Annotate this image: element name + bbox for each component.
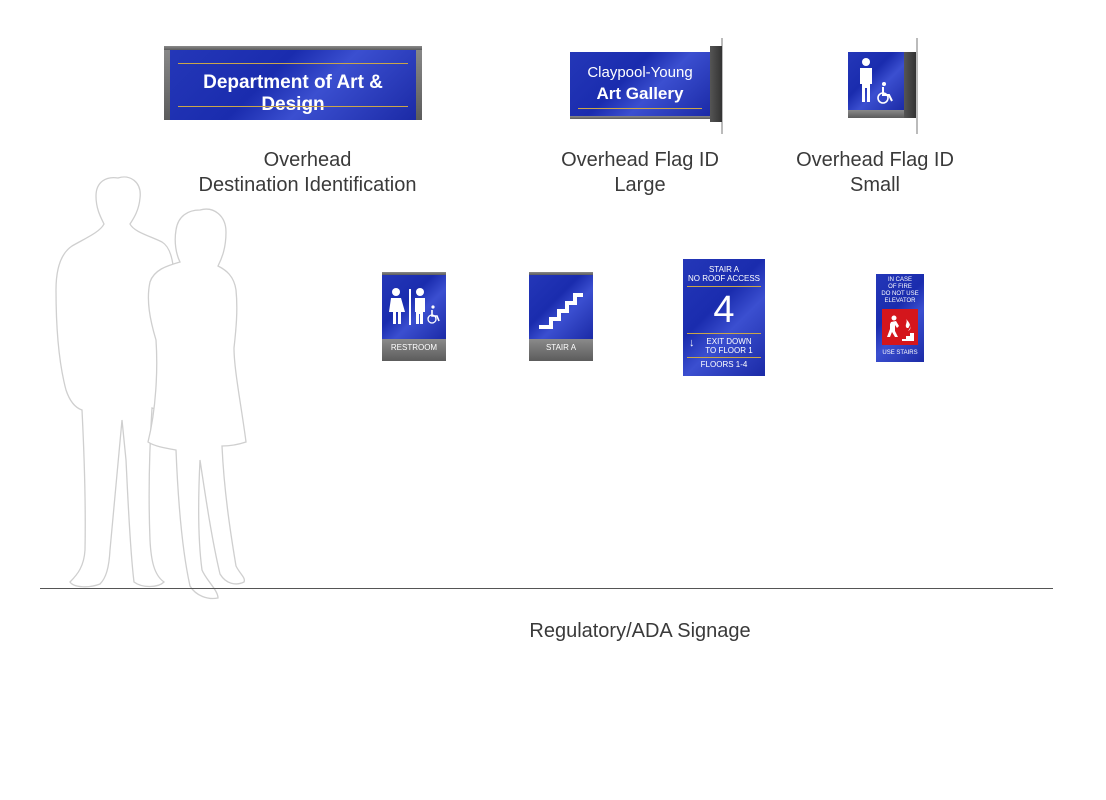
flag-large-sign: Claypool-Young Art Gallery: [570, 38, 730, 134]
floor-number: 4: [713, 289, 735, 331]
sign-label-panel: STAIR A: [529, 339, 593, 361]
flag-small-caption: Overhead Flag ID Small: [780, 148, 970, 198]
stair-level-line2: NO ROOF ACCESS: [687, 274, 760, 283]
sign-bottom-cap: [570, 116, 710, 119]
people-silhouette: [55, 176, 247, 600]
fire-exit-pictogram: [882, 309, 918, 345]
caption-line: Overhead Flag ID: [796, 149, 954, 171]
sign-top-rail: [164, 46, 422, 50]
flag-large-line1: Claypool-Young: [587, 64, 693, 81]
gold-rule: [687, 357, 761, 358]
sign-endcap-right: [416, 46, 422, 120]
flag-large-caption: Overhead Flag ID Large: [540, 148, 740, 198]
use-stairs-text: USE STAIRS: [882, 350, 918, 356]
stair-sign: STAIR A: [529, 272, 593, 362]
sign-face: [848, 52, 904, 110]
restroom-icon: [389, 288, 440, 325]
accessible-restroom-icon: [860, 58, 893, 104]
gold-rule-top: [178, 63, 408, 64]
gold-rule: [687, 333, 761, 334]
flag-large-line2: Art Gallery: [596, 84, 684, 103]
caption-line: Overhead: [263, 149, 352, 171]
fire-line4: ELEVATOR: [884, 298, 916, 304]
wall-line: [721, 38, 723, 134]
sign-top-cap: [529, 272, 593, 275]
gold-rule-bottom: [578, 108, 702, 109]
overhead-destination-sign: Department of Art & Design: [164, 46, 422, 120]
gold-rule: [687, 286, 761, 287]
fire-sign: IN CASE OF FIRE DO NOT USE ELEVATOR USE …: [876, 274, 924, 362]
exit-line2: TO FLOOR 1: [705, 346, 753, 355]
stairs-icon: [539, 293, 583, 329]
restroom-label: RESTROOM: [390, 343, 438, 352]
flag-small-sign: [848, 38, 928, 134]
regulatory-caption: Regulatory/ADA Signage: [529, 620, 751, 642]
sign-bottom-panel: [848, 110, 904, 118]
wall-bracket: [904, 52, 916, 118]
sign-face: Claypool-Young Art Gallery: [570, 52, 710, 116]
floors-range: FLOORS 1-4: [700, 360, 748, 369]
restroom-sign: RESTROOM: [382, 272, 446, 362]
floor-line: [40, 588, 1053, 589]
fire-line3: DO NOT USE: [881, 291, 919, 297]
fire-line2: OF FIRE: [888, 284, 912, 290]
destination-sign-text: Department of Art & Design: [203, 72, 383, 115]
fire-line1: IN CASE: [887, 277, 912, 283]
wall-line: [916, 38, 918, 134]
woman-silhouette: [147, 208, 247, 600]
stair-level-sign: STAIR A NO ROOF ACCESS 4 ↓ EXIT DOWN TO …: [683, 259, 765, 376]
exit-line1: EXIT DOWN: [706, 337, 752, 346]
wall-bracket: [710, 46, 722, 122]
sign-top-cap: [382, 272, 446, 275]
down-arrow-icon: ↓: [689, 337, 695, 349]
sign-label-panel: RESTROOM: [382, 339, 446, 361]
caption-line: Overhead Flag ID: [561, 149, 719, 171]
fire-escape-icon: [887, 315, 914, 341]
caption-line: Small: [849, 174, 900, 196]
sign-face: [529, 275, 593, 339]
sign-endcap-left: [164, 46, 170, 120]
gold-rule-bottom: [178, 106, 408, 107]
sign-face: [382, 275, 446, 339]
overhead-destination-caption: Overhead Destination Identification: [170, 148, 445, 198]
caption-line: Destination Identification: [198, 174, 417, 196]
caption-line: Large: [614, 174, 666, 196]
sign-face: Department of Art & Design: [170, 50, 416, 120]
stair-label: STAIR A: [545, 343, 577, 352]
stair-level-line1: STAIR A: [708, 265, 740, 274]
